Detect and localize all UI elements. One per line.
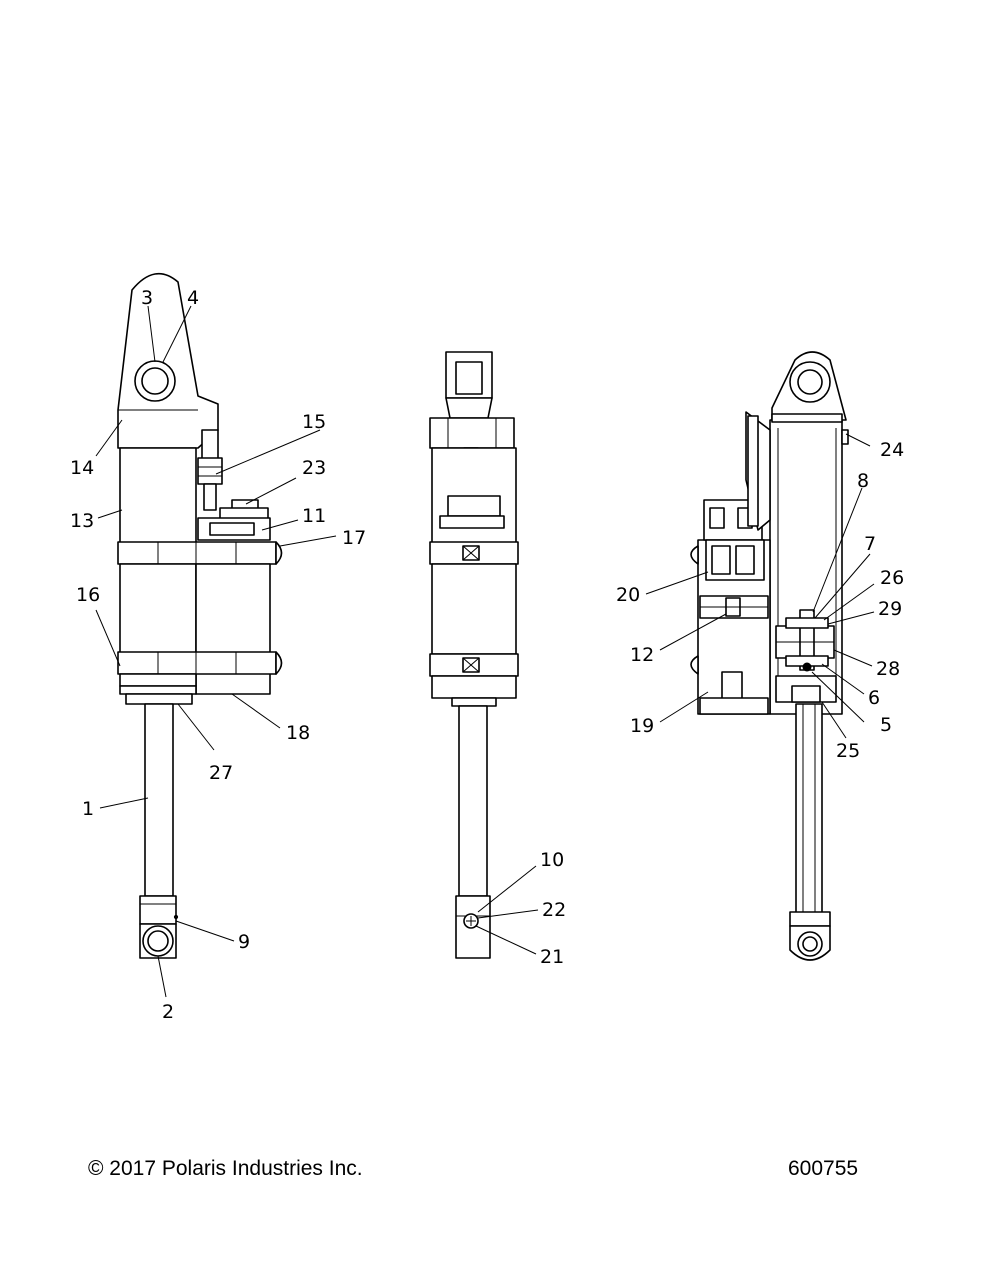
callout-25: 25: [836, 740, 860, 762]
callout-16: 16: [76, 584, 100, 606]
callout-12: 12: [630, 644, 654, 666]
callout-9: 9: [238, 931, 250, 953]
callout-5: 5: [880, 714, 892, 736]
callout-11: 11: [302, 505, 326, 527]
callout-2: 2: [162, 1001, 174, 1023]
callout-6: 6: [868, 687, 880, 709]
callout-27: 27: [209, 762, 233, 784]
shock-section-view: [690, 351, 849, 961]
callout-7: 7: [864, 533, 876, 555]
callout-20: 20: [616, 584, 640, 606]
callout-22: 22: [542, 899, 566, 921]
callout-labels: 3 4 15 14 23 13 11 17 16 18 27 1 9 2 10 …: [70, 287, 904, 1023]
callout-29: 29: [878, 598, 902, 620]
callout-1: 1: [82, 798, 94, 820]
callout-8: 8: [857, 470, 869, 492]
callout-24: 24: [880, 439, 904, 461]
figure-number: 600755: [788, 1157, 859, 1180]
callout-3: 3: [141, 287, 153, 309]
callout-14: 14: [70, 457, 94, 479]
callout-19: 19: [630, 715, 654, 737]
callout-28: 28: [876, 658, 900, 680]
callout-15: 15: [302, 411, 326, 433]
copyright-notice: © 2017 Polaris Industries Inc.: [88, 1157, 363, 1180]
callout-17: 17: [342, 527, 366, 549]
callout-21: 21: [540, 946, 564, 968]
callout-18: 18: [286, 722, 310, 744]
callout-4: 4: [187, 287, 199, 309]
callout-10: 10: [540, 849, 564, 871]
callout-26: 26: [880, 567, 904, 589]
shock-front-view: [429, 351, 519, 959]
shock-side-view: [117, 272, 283, 959]
callout-23: 23: [302, 457, 326, 479]
callout-leader-lines: [95, 305, 875, 998]
callout-13: 13: [70, 510, 94, 532]
